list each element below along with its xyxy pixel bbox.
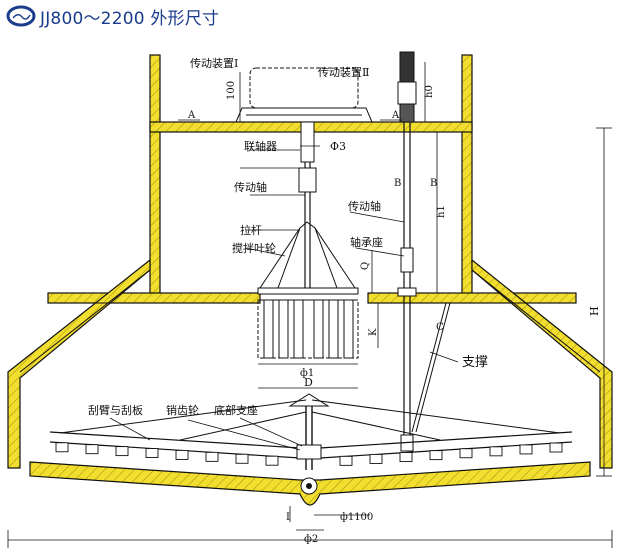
scraper-blade <box>369 453 383 464</box>
dim-phi1: ф1 <box>300 368 314 379</box>
scraper-blade <box>339 455 353 466</box>
label-impeller: 搅拌叶轮 <box>232 241 276 255</box>
scraper-blade <box>489 446 503 457</box>
scraper-blade <box>115 446 129 457</box>
settling-tank-diagram: 传动装置Ⅰ 传动装置Ⅱ 联轴器 传动轴 拉杆 搅拌叶轮 传动轴 轴承座 支撑 刮… <box>7 51 613 548</box>
scraper-blade <box>399 452 413 462</box>
dimension-lines <box>7 62 613 548</box>
label-support: 支撑 <box>462 355 488 370</box>
dim-I: I <box>286 512 290 523</box>
drive-unit-2 <box>397 51 417 452</box>
scraper-blade <box>55 442 69 453</box>
scraper-blade <box>175 449 189 460</box>
scraper-blade <box>429 450 443 461</box>
lower-slab-left <box>47 292 261 304</box>
dim-Q: Q <box>360 262 371 270</box>
scraper-blade <box>549 442 563 453</box>
left-upper-wall <box>149 54 161 296</box>
drive-unit-1 <box>235 67 373 123</box>
dim-H: H <box>588 306 601 316</box>
dim-K: K <box>368 328 379 336</box>
section-a-left: A <box>187 110 196 121</box>
dimension-labels: 100 h0 h1 Φ3 ф1 D H K Q I ф1100 ф2 A A B… <box>187 81 601 545</box>
dim-h1: h1 <box>436 205 447 218</box>
label-drive-2: 传动装置Ⅱ <box>318 66 369 79</box>
label-drive-1: 传动装置Ⅰ <box>190 57 238 70</box>
label-tie-rod: 拉杆 <box>240 223 262 237</box>
dim-D: D <box>304 376 313 389</box>
scraper-arm <box>49 393 573 495</box>
impeller-assembly <box>257 121 359 359</box>
label-shaft-right: 传动轴 <box>348 199 381 213</box>
bearing-seat <box>400 247 414 273</box>
section-b-right: B <box>430 178 437 189</box>
scraper-blade <box>205 451 219 462</box>
scraper-blade <box>519 444 533 455</box>
scraper-blades <box>55 442 563 466</box>
label-bearing-seat: 轴承座 <box>350 235 383 249</box>
section-b-top: B <box>394 178 401 189</box>
support-strut <box>411 302 451 433</box>
label-scraper: 刮臂与刮板 <box>88 403 143 417</box>
coupling <box>298 167 317 193</box>
label-pin-gear: 销齿轮 <box>166 403 199 417</box>
swirl-logo-icon <box>6 5 36 27</box>
page-title: JJ800～2200 外形尺寸 <box>40 9 220 29</box>
dim-h0: h0 <box>424 85 435 98</box>
scraper-blade <box>235 453 249 464</box>
label-coupling: 联轴器 <box>244 139 277 153</box>
dim-100: 100 <box>226 81 237 100</box>
scraper-blade <box>145 448 159 458</box>
scraper-blade <box>265 455 279 466</box>
header: JJ800～2200 外形尺寸 <box>0 0 620 30</box>
dim-phi1100: ф1100 <box>340 512 373 523</box>
section-c: C <box>436 322 444 333</box>
scraper-blade <box>459 448 473 459</box>
section-a-right: A <box>391 110 400 121</box>
component-labels: 传动装置Ⅰ 传动装置Ⅱ 联轴器 传动轴 拉杆 搅拌叶轮 传动轴 轴承座 支撑 刮… <box>88 57 488 417</box>
label-bottom-support: 底部支座 <box>214 403 258 417</box>
right-upper-wall <box>461 54 473 296</box>
dim-phi3: Φ3 <box>330 140 346 153</box>
label-shaft-left: 传动轴 <box>234 180 267 194</box>
dim-phi2: ф2 <box>304 534 318 545</box>
scraper-blade <box>85 444 99 455</box>
